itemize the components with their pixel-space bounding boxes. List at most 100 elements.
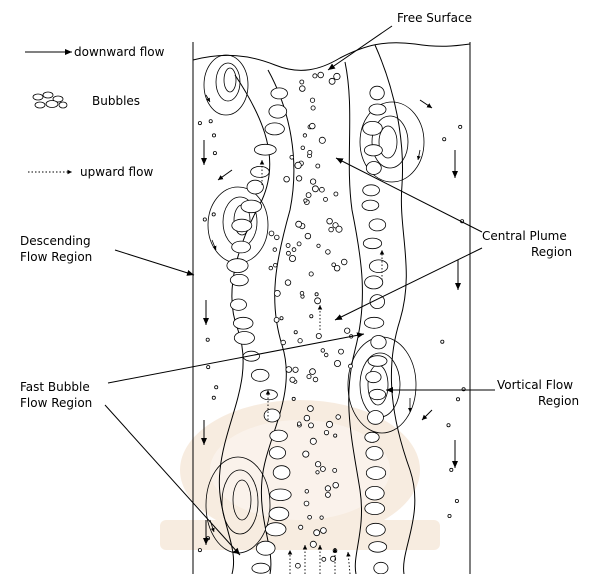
bubble-icon bbox=[203, 218, 206, 221]
bubble-icon bbox=[324, 353, 328, 357]
bubble-icon bbox=[333, 482, 339, 488]
bubble-icon bbox=[364, 317, 383, 328]
bubble-icon bbox=[362, 200, 379, 210]
bubble-icon bbox=[319, 137, 325, 143]
bubble-icon bbox=[289, 255, 295, 261]
fast-bubble-label-line2: Flow Region bbox=[20, 396, 92, 410]
bubble-icon bbox=[303, 451, 309, 457]
bubble-icon bbox=[366, 447, 383, 461]
bubble-icon bbox=[234, 332, 254, 345]
bubble-icon bbox=[310, 123, 316, 129]
bubble-icon bbox=[286, 367, 292, 373]
bubble-icon bbox=[365, 502, 385, 514]
bubble-icon bbox=[450, 468, 453, 471]
bubble-icon bbox=[207, 366, 210, 369]
central-plume-pointer-lower bbox=[335, 248, 482, 320]
bubble-icon bbox=[304, 501, 309, 506]
descending-label-line2: Flow Region bbox=[20, 250, 92, 264]
bubble-icon bbox=[309, 272, 313, 276]
bubble-icon bbox=[326, 250, 331, 255]
central-plume-label-line1: Central Plume bbox=[482, 229, 567, 243]
bubble-icon bbox=[298, 339, 302, 343]
legend-downward-label: downward flow bbox=[74, 45, 165, 59]
bubble-icon bbox=[368, 356, 387, 367]
bubble-icon bbox=[305, 233, 311, 239]
bubble-icon bbox=[295, 162, 301, 168]
bubble-icon bbox=[296, 221, 302, 227]
bubble-icon bbox=[318, 72, 324, 78]
bubble-icon bbox=[251, 369, 269, 381]
bubble-icon bbox=[311, 106, 315, 110]
bubble-icon bbox=[281, 340, 286, 345]
bubble-icon bbox=[312, 186, 318, 192]
bubble-icon bbox=[233, 317, 253, 329]
bubble-icon bbox=[310, 541, 316, 547]
bubble-icon bbox=[269, 507, 289, 520]
bubble-icon bbox=[365, 486, 384, 500]
bubble-icon bbox=[212, 396, 215, 399]
bubble-icon bbox=[314, 530, 320, 536]
bubble-icon bbox=[345, 328, 350, 333]
bubble-icon bbox=[320, 516, 323, 519]
bubble-icon bbox=[232, 219, 252, 232]
bubble-icon bbox=[270, 489, 291, 501]
descending-pointer bbox=[115, 250, 194, 275]
bubble-icon bbox=[264, 409, 280, 422]
bubble-icon bbox=[307, 375, 311, 379]
bubble-icon bbox=[254, 144, 276, 155]
bubble-icon bbox=[275, 235, 280, 240]
bubble-icon bbox=[294, 331, 297, 334]
bubble-icon bbox=[374, 562, 388, 574]
bubble-icon bbox=[304, 415, 310, 421]
bubble-icon bbox=[265, 123, 284, 135]
bubble-icon bbox=[309, 423, 314, 428]
bubble-icon bbox=[369, 219, 386, 231]
central-plume-pointer-upper bbox=[336, 158, 482, 232]
bubble-icon bbox=[324, 197, 328, 201]
bubble-icon bbox=[209, 120, 212, 123]
bubble-icon bbox=[305, 490, 309, 494]
bubble-icon bbox=[293, 367, 298, 372]
bubble-icon bbox=[320, 467, 325, 472]
bubble-icon bbox=[448, 514, 451, 517]
bubble-icon bbox=[286, 251, 290, 255]
bubble-icon bbox=[322, 557, 326, 561]
bubble-icon bbox=[285, 280, 291, 286]
bubble-icon bbox=[325, 486, 330, 491]
bubble-icon bbox=[269, 231, 274, 236]
bubble-icon bbox=[321, 349, 325, 353]
bubble-icon bbox=[269, 105, 287, 118]
bubble-icon bbox=[212, 213, 215, 216]
bubble-icon bbox=[284, 176, 290, 182]
bubble-icon bbox=[333, 468, 337, 472]
bubble-icon bbox=[301, 146, 305, 150]
bubble-icon bbox=[256, 541, 275, 555]
free-surface-label: Free Surface bbox=[397, 11, 472, 25]
bubble-icon bbox=[198, 549, 201, 552]
bubble-icon bbox=[332, 263, 336, 267]
legend-bubble-icon bbox=[33, 92, 67, 108]
bubble-icon bbox=[308, 406, 314, 412]
bubble-icon bbox=[369, 389, 385, 399]
bubble-icon bbox=[310, 315, 313, 318]
bubble-icon bbox=[349, 364, 353, 368]
bubble-icon bbox=[292, 248, 296, 252]
bubble-icon bbox=[315, 298, 321, 304]
bubble-icon bbox=[313, 74, 317, 78]
bubble-icon bbox=[274, 290, 280, 296]
bubble-icon bbox=[341, 259, 347, 265]
bubble-icon bbox=[327, 218, 333, 224]
legend-upward-label: upward flow bbox=[80, 165, 153, 179]
bubble-icon bbox=[363, 121, 383, 135]
bubble-icon bbox=[371, 336, 386, 349]
bubble-icon bbox=[213, 152, 216, 155]
bubble-icon bbox=[274, 317, 279, 322]
bubble-icon bbox=[315, 462, 320, 467]
bubble-icon bbox=[326, 421, 332, 427]
vortical-label-line1: Vortical Flow bbox=[497, 378, 573, 392]
bubble-icon bbox=[198, 122, 201, 125]
legend: downward flow Bubbles upward flow bbox=[25, 45, 165, 179]
bubble-icon bbox=[286, 244, 290, 248]
bubble-icon bbox=[369, 542, 387, 553]
bubble-icon bbox=[334, 73, 340, 79]
